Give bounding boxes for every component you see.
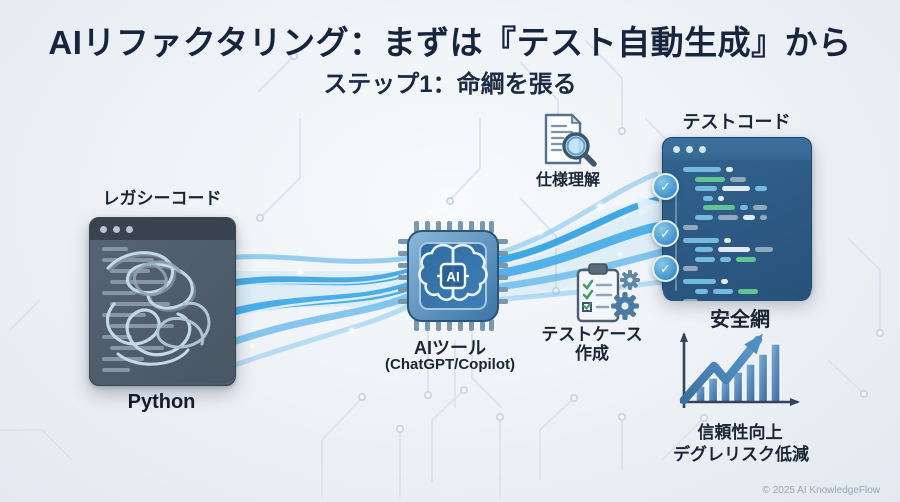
code-line — [683, 279, 811, 285]
code-line — [110, 324, 174, 328]
code-line — [695, 256, 811, 262]
legacy-code-label: レガシーコード — [102, 189, 222, 208]
ai-tool-label: AIツール — [414, 338, 486, 358]
test-code-label: テストコード — [682, 112, 791, 132]
code-line — [110, 280, 168, 284]
ai-tool-sublabel: (ChatGPT/Copilot) — [385, 356, 515, 373]
page-title: AIリファクタリング：まずは『テスト自動生成』から — [48, 24, 852, 61]
flow-arrowhead — [636, 196, 664, 216]
window-titlebar — [90, 218, 235, 240]
code-line — [695, 186, 811, 192]
code-line — [683, 266, 811, 272]
code-line — [695, 176, 811, 182]
legacy-code-window — [89, 217, 236, 386]
code-line — [695, 214, 811, 220]
test-code-body — [663, 160, 811, 301]
code-line — [695, 288, 811, 294]
testcase-label-line1: テストケース — [541, 325, 643, 344]
outcome-label-line2: デグレリスク低減 — [673, 445, 809, 464]
testcase-label-line2: 作成 — [575, 344, 609, 363]
window-dot-icon — [686, 145, 693, 153]
page-subtitle: ステップ1：命綱を張る — [323, 71, 577, 98]
ai-chip-icon: AI — [398, 221, 508, 331]
code-line — [695, 247, 811, 253]
code-line — [102, 368, 130, 372]
spec-document-magnifier-icon — [544, 113, 597, 167]
test-code-window — [662, 137, 812, 301]
legacy-code-body — [90, 240, 235, 383]
code-line — [683, 167, 811, 172]
check-icon: ✓ — [652, 255, 679, 282]
code-line — [703, 195, 811, 201]
window-titlebar — [663, 138, 811, 160]
spec-understanding-label: 仕様理解 — [535, 172, 600, 189]
code-line — [102, 291, 136, 295]
window-dot-icon — [100, 225, 107, 233]
window-dot-icon — [673, 145, 680, 153]
testcase-clipboard-gears-icon — [576, 263, 640, 323]
code-line — [683, 298, 811, 301]
chip-ai-text: AI — [446, 270, 460, 285]
code-line — [683, 237, 811, 243]
code-line — [102, 247, 128, 251]
large-gear-icon — [611, 292, 639, 320]
code-line — [102, 258, 154, 262]
spaghetti-tangle-icon — [105, 251, 211, 366]
window-dot-icon — [126, 225, 133, 233]
window-dot-icon — [113, 225, 120, 233]
code-line — [703, 205, 811, 211]
code-line — [683, 224, 811, 230]
check-icon: ✓ — [652, 173, 679, 200]
legacy-language-label: Python — [127, 391, 196, 413]
small-gear-icon — [620, 270, 640, 290]
code-line — [102, 313, 146, 317]
code-line — [110, 302, 170, 306]
chart-bars — [695, 343, 781, 403]
growth-chart-icon — [679, 332, 800, 408]
copyright-text: © 2025 AI KnowledgeFlow — [762, 485, 880, 496]
window-dot-icon — [699, 145, 706, 153]
safety-net-label: 安全網 — [710, 309, 770, 331]
outcome-label-line1: 信頼性向上 — [697, 423, 783, 442]
check-icon: ✓ — [652, 220, 679, 247]
